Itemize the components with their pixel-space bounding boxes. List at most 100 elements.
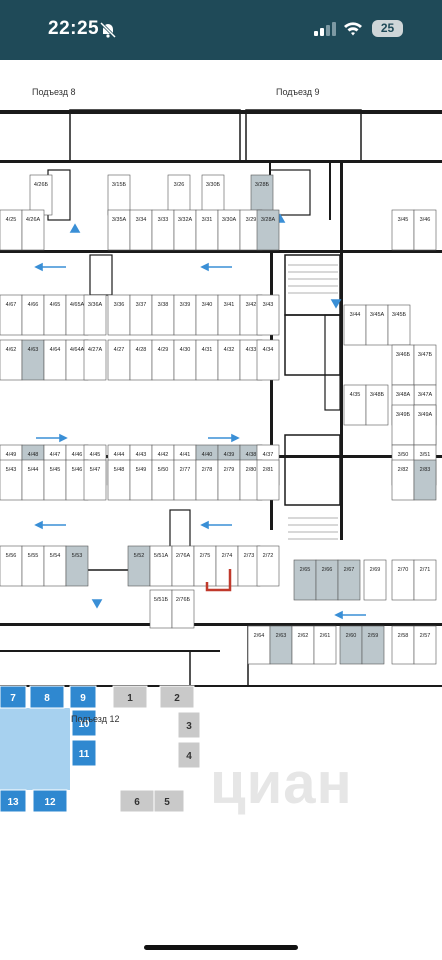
parking-spot-box[interactable] (315, 559, 339, 601)
parking-spot[interactable]: 3/48Б (365, 384, 389, 426)
parking-spot[interactable]: 5/50 (151, 459, 175, 501)
parking-spot-box[interactable] (0, 545, 23, 587)
parking-spot-box[interactable] (363, 559, 387, 601)
parking-spot[interactable]: 3/30Б (201, 174, 225, 216)
parking-spot[interactable]: 3/28Б (250, 174, 274, 216)
parking-spot[interactable]: 3/36 (107, 294, 131, 336)
parking-spot[interactable]: 4/30 (173, 339, 197, 381)
parking-spot-box[interactable] (256, 459, 280, 501)
parking-spot-box[interactable] (171, 545, 195, 587)
building-lot[interactable]: 9 (69, 685, 97, 709)
parking-spot-box[interactable] (0, 209, 23, 251)
parking-spot-box[interactable] (201, 174, 225, 216)
parking-spot-box[interactable] (83, 339, 107, 381)
parking-spot[interactable]: 2/65 (293, 559, 317, 601)
building-lot-box[interactable] (177, 711, 201, 739)
parking-spot[interactable]: 2/70 (391, 559, 415, 601)
parking-spot[interactable]: 4/67 (0, 294, 23, 336)
parking-spot[interactable]: 4/65 (43, 294, 67, 336)
parking-spot[interactable]: 2/62 (291, 625, 315, 665)
parking-spot-box[interactable] (391, 209, 415, 251)
parking-spot-box[interactable] (391, 404, 415, 446)
parking-spot-box[interactable] (149, 589, 173, 629)
parking-spot-box[interactable] (21, 294, 45, 336)
parking-spot[interactable]: 5/48 (107, 459, 131, 501)
building-lot[interactable]: 4 (177, 741, 201, 769)
parking-spot-box[interactable] (256, 339, 280, 381)
parking-spot[interactable]: 5/56 (0, 545, 23, 587)
parking-spot[interactable]: 4/26А (21, 209, 45, 251)
parking-spot[interactable]: 5/51А (149, 545, 173, 587)
parking-spot-box[interactable] (387, 304, 411, 346)
parking-spot[interactable]: 3/45 (391, 209, 415, 251)
parking-spot-box[interactable] (337, 559, 361, 601)
parking-spot-box[interactable] (151, 209, 175, 251)
building-lot[interactable]: 11 (71, 739, 97, 767)
parking-spot-box[interactable] (129, 339, 153, 381)
parking-spot-box[interactable] (127, 545, 151, 587)
building-lot-box[interactable] (177, 741, 201, 769)
building-lot-box[interactable] (71, 739, 97, 767)
parking-spot-box[interactable] (173, 459, 197, 501)
parking-spot-box[interactable] (391, 344, 415, 386)
building-lot-box[interactable] (32, 789, 68, 813)
parking-spot-box[interactable] (291, 625, 315, 665)
parking-spot[interactable]: 3/15Б (107, 174, 131, 216)
parking-spot-box[interactable] (269, 625, 293, 665)
parking-spot[interactable]: 5/55 (21, 545, 45, 587)
parking-spot[interactable]: 2/59 (361, 625, 385, 665)
parking-spot-box[interactable] (107, 174, 131, 216)
parking-spot-box[interactable] (107, 459, 131, 501)
parking-spot-box[interactable] (21, 339, 45, 381)
parking-spot-box[interactable] (247, 625, 271, 665)
parking-spot[interactable]: 5/46 (65, 459, 89, 501)
building-lot[interactable]: 5 (149, 789, 185, 813)
parking-spot[interactable]: 2/78 (195, 459, 219, 501)
parking-spot[interactable]: 2/60 (339, 625, 363, 665)
parking-spot-box[interactable] (43, 339, 67, 381)
building-lot-box[interactable] (69, 685, 97, 709)
parking-spot[interactable]: 3/45А (365, 304, 389, 346)
parking-spot-box[interactable] (195, 339, 219, 381)
parking-spot[interactable]: 2/71 (413, 559, 437, 601)
parking-spot-box[interactable] (173, 339, 197, 381)
parking-spot[interactable]: 4/27А (83, 339, 107, 381)
building-lot-box[interactable] (0, 685, 27, 709)
parking-spot[interactable]: 2/64 (247, 625, 271, 665)
building-lot-box[interactable] (159, 685, 195, 709)
parking-spot[interactable]: 3/33 (151, 209, 175, 251)
parking-spot[interactable]: 4/26Б (29, 174, 53, 216)
parking-spot-box[interactable] (193, 545, 217, 587)
building-lot-box[interactable] (71, 709, 97, 737)
parking-spot[interactable]: 5/52 (127, 545, 151, 587)
parking-spot-box[interactable] (83, 459, 107, 501)
parking-spot-box[interactable] (413, 209, 437, 251)
parking-spot[interactable]: 5/45 (43, 459, 67, 501)
parking-spot-box[interactable] (151, 459, 175, 501)
parking-spot[interactable]: 2/76Б (171, 589, 195, 629)
parking-spot-box[interactable] (313, 625, 337, 665)
parking-spot[interactable]: 4/62 (0, 339, 23, 381)
parking-spot[interactable]: 2/81 (256, 459, 280, 501)
parking-spot[interactable]: 2/80 (239, 459, 263, 501)
parking-spot[interactable]: 3/41 (217, 294, 241, 336)
building-lot-box[interactable] (0, 789, 27, 813)
parking-spot-box[interactable] (365, 304, 389, 346)
parking-spot[interactable]: 5/51Б (149, 589, 173, 629)
parking-spot-box[interactable] (343, 304, 367, 346)
building-lot-box[interactable] (112, 685, 148, 709)
parking-spot-box[interactable] (413, 559, 437, 601)
parking-spot-box[interactable] (43, 294, 67, 336)
parking-spot-box[interactable] (413, 404, 437, 446)
parking-spot-box[interactable] (129, 209, 153, 251)
parking-spot[interactable]: 4/66 (21, 294, 45, 336)
parking-spot-box[interactable] (217, 459, 241, 501)
parking-spot-box[interactable] (343, 384, 367, 426)
parking-spot-box[interactable] (167, 174, 191, 216)
parking-spot-box[interactable] (151, 339, 175, 381)
parking-spot-box[interactable] (413, 625, 437, 665)
parking-spot[interactable]: 3/45Б (387, 304, 411, 346)
parking-spot[interactable]: 2/58 (391, 625, 415, 665)
